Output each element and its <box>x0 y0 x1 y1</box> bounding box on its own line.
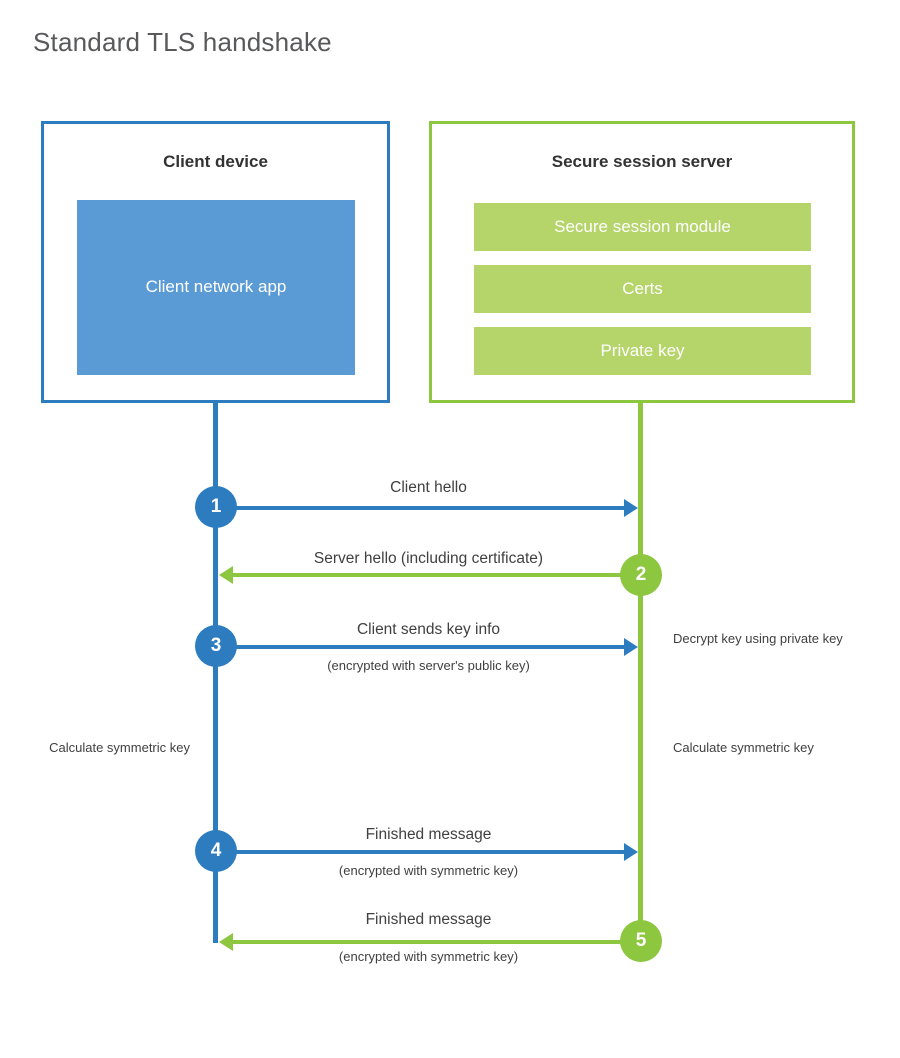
step-5-sublabel: (encrypted with symmetric key) <box>338 949 519 964</box>
step-2-arrow-line <box>233 573 641 577</box>
step-2-label: Server hello (including certificate) <box>313 550 544 567</box>
client-network-app-block: Client network app <box>77 200 355 375</box>
step-1-arrow-head-icon <box>624 499 638 517</box>
step-4-badge: 4 <box>195 830 237 872</box>
step-3-arrow-head-icon <box>624 638 638 656</box>
step-4-sublabel: (encrypted with symmetric key) <box>338 863 519 878</box>
step-1-label: Client hello <box>390 479 467 496</box>
secure-session-server-title: Secure session server <box>551 152 733 171</box>
server-decrypt-note: Decrypt key using private key <box>673 631 843 646</box>
step-1-arrow-line <box>216 506 624 510</box>
server-component-secure-session-module: Secure session module <box>474 203 811 251</box>
server-calculate-note: Calculate symmetric key <box>673 740 814 755</box>
step-5-arrow-line <box>233 940 641 944</box>
step-2-badge: 2 <box>620 554 662 596</box>
step-1-badge: 1 <box>195 486 237 528</box>
step-2-arrow-head-icon <box>219 566 233 584</box>
client-lifeline <box>213 400 218 943</box>
step-4-arrow-head-icon <box>624 843 638 861</box>
server-lifeline <box>638 400 643 942</box>
server-component-certs: Certs <box>474 265 811 313</box>
step-5-badge: 5 <box>620 920 662 962</box>
step-4-label: Finished message <box>365 826 492 843</box>
step-5-label: Finished message <box>365 911 492 928</box>
page-title: Standard TLS handshake <box>33 27 332 57</box>
server-component-private-key: Private key <box>474 327 811 375</box>
client-device-title: Client device <box>163 152 268 171</box>
step-3-label: Client sends key info <box>356 621 501 638</box>
secure-session-server-box: Secure session server Secure session mod… <box>429 121 855 403</box>
client-device-box: Client device Client network app <box>41 121 390 403</box>
step-3-arrow-line <box>216 645 624 649</box>
step-5-arrow-head-icon <box>219 933 233 951</box>
client-calculate-note: Calculate symmetric key <box>49 740 190 755</box>
step-4-arrow-line <box>216 850 624 854</box>
step-3-badge: 3 <box>195 625 237 667</box>
step-3-sublabel: (encrypted with server's public key) <box>327 658 530 673</box>
